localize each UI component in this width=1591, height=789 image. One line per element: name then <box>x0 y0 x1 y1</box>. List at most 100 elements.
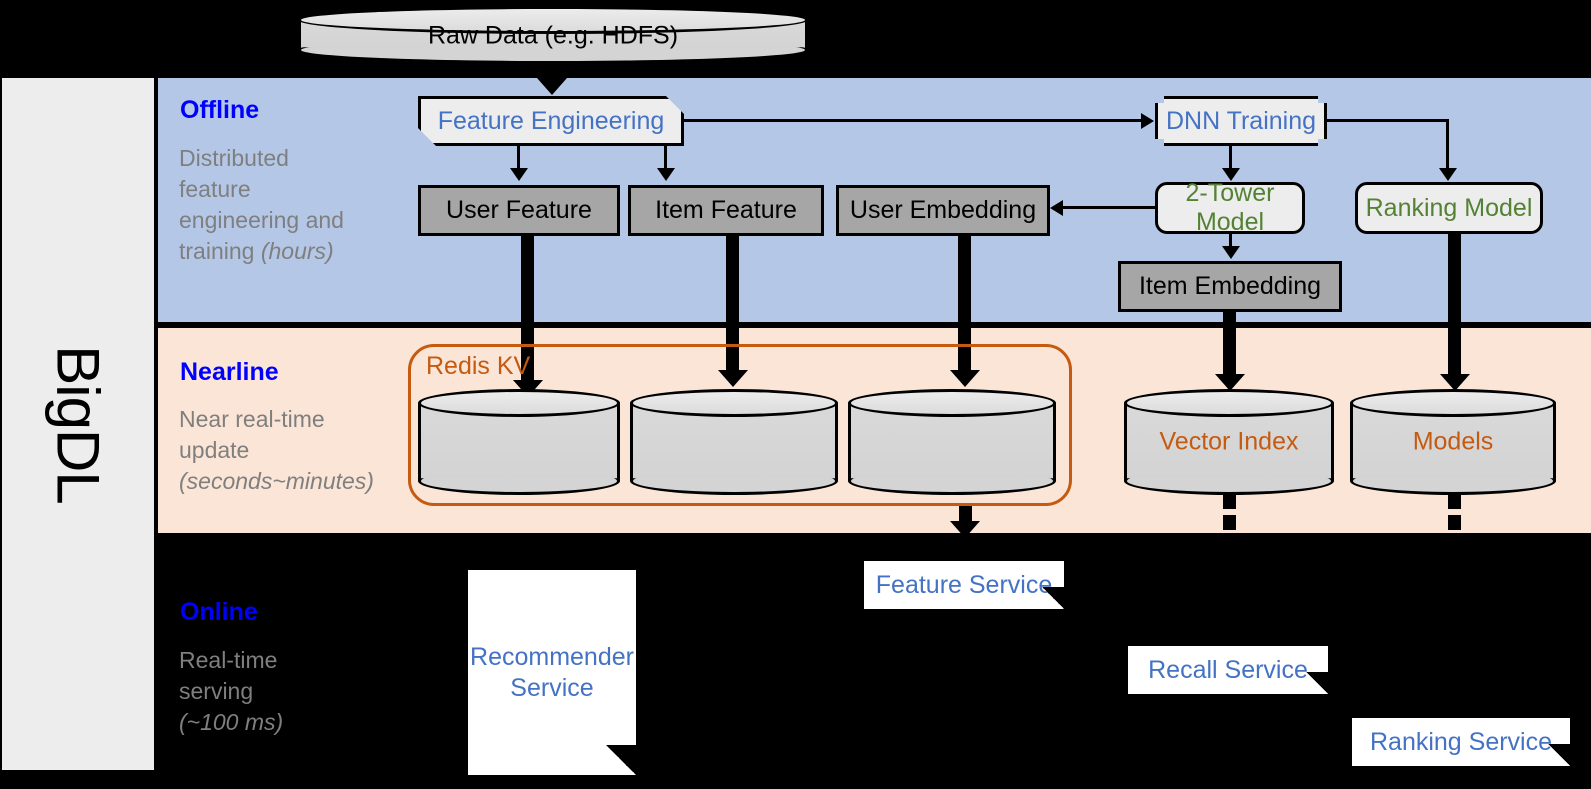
dash-redis-to-featureservice <box>959 506 972 521</box>
recommender-service-line-1: Recommender <box>470 642 634 671</box>
redis-kv-label: Redis KV <box>426 352 531 380</box>
offline-subtitle-line-4: training (hours) <box>179 238 334 264</box>
cylinder-top <box>418 389 620 417</box>
page-fold-icon <box>1306 672 1328 694</box>
two-tower-model-box[interactable]: 2-Tower Model <box>1155 179 1305 236</box>
pipe-itemfeature-to-redis <box>726 236 739 374</box>
cylinder-top <box>630 389 838 417</box>
feature-engineering-label: Feature Engineering <box>437 106 665 135</box>
ranking-service-label: Ranking Service <box>1369 727 1553 756</box>
edge-rawdata-to-fe <box>550 63 554 85</box>
offline-subtitle-italic: (hours) <box>260 238 334 264</box>
recommender-service-line-2: Service <box>510 673 594 702</box>
dnn-training-label: DNN Training <box>1165 106 1317 135</box>
page-fold-icon <box>1548 744 1570 766</box>
models-label: Models <box>1412 427 1494 456</box>
user-feature-box[interactable]: User Feature <box>418 185 620 236</box>
user-feature-label: User Feature <box>446 196 592 224</box>
cylinder-top <box>1124 389 1334 417</box>
raw-data-cylinder: Raw Data (e.g. HDFS) <box>298 6 808 64</box>
edge-fe-to-userfeature-arrowhead <box>510 168 528 181</box>
pipe-userembedding-to-redis <box>958 236 971 374</box>
edge-dnn-to-twotower-arrowhead <box>1222 168 1240 181</box>
vector-index-label: Vector Index <box>1159 427 1299 456</box>
user-embedding-box[interactable]: User Embedding <box>836 185 1050 236</box>
edge-dnn-to-rankingmodel-v <box>1446 119 1449 170</box>
redis-cylinder-user-feature <box>418 389 620 495</box>
edge-dnn-to-twotower <box>1229 146 1232 170</box>
redis-cylinder-item-feature <box>630 389 838 495</box>
item-embedding-box[interactable]: Item Embedding <box>1118 261 1342 312</box>
ranking-model-label: Ranking Model <box>1365 193 1533 222</box>
nearline-subtitle-line-2: update <box>179 437 250 463</box>
user-embedding-label: User Embedding <box>849 196 1037 224</box>
feature-service-label: Feature Service <box>875 570 1053 599</box>
cylinder-top <box>1350 389 1556 417</box>
raw-data-label: Raw Data (e.g. HDFS) <box>427 21 679 50</box>
edge-twotower-to-itemembedding <box>1229 234 1232 248</box>
page-fold-icon <box>606 745 636 775</box>
online-subtitle: Real-time serving (~100 ms) <box>179 645 409 738</box>
item-embedding-label: Item Embedding <box>1138 272 1322 300</box>
nearline-subtitle-italic: (seconds~minutes) <box>179 468 374 494</box>
raw-data-cylinder-top <box>298 6 808 34</box>
two-tower-model-label: 2-Tower Model <box>1185 179 1275 236</box>
cylinder-body <box>630 403 838 481</box>
feature-engineering-box[interactable]: Feature Engineering <box>418 96 684 146</box>
offline-subtitle-line-2: feature <box>179 176 251 202</box>
offline-subtitle-line-1: Distributed <box>179 145 289 171</box>
edge-twotower-to-itemembedding-arrowhead <box>1222 246 1240 259</box>
online-subtitle-italic: (~100 ms) <box>179 709 284 735</box>
online-title: Online <box>180 598 258 626</box>
nearline-title: Nearline <box>180 358 279 386</box>
pipe-itemfeature-arrowhead <box>718 370 748 387</box>
pipe-itemembedding-to-vectorindex <box>1223 312 1236 378</box>
ranking-service-doc[interactable]: Ranking Service <box>1352 718 1570 766</box>
ranking-model-box[interactable]: Ranking Model <box>1355 182 1543 234</box>
dash-vectorindex-2 <box>1223 515 1236 530</box>
feature-service-doc[interactable]: Feature Service <box>864 561 1064 609</box>
edge-twotower-to-userembedding <box>1062 206 1155 209</box>
pipe-userembedding-arrowhead <box>950 370 980 387</box>
offline-title: Offline <box>180 96 260 124</box>
dash-vectorindex-1 <box>1223 494 1236 509</box>
edge-fe-to-itemfeature-arrowhead <box>657 168 675 181</box>
recall-service-label: Recall Service <box>1148 655 1308 684</box>
vector-index-cylinder[interactable]: Vector Index <box>1124 389 1334 495</box>
nearline-subtitle-line-1: Near real-time <box>179 406 325 432</box>
offline-subtitle-line-3: engineering and <box>179 207 344 233</box>
pipe-userfeature-to-redis <box>521 236 534 384</box>
brand-label-wrapper: BigDL <box>2 78 154 770</box>
page-fold-icon <box>1042 587 1064 609</box>
nearline-subtitle: Near real-time update (seconds~minutes) <box>179 404 409 497</box>
online-subtitle-line-2: serving <box>179 678 254 704</box>
edge-fe-to-itemfeature <box>664 146 667 170</box>
item-feature-box[interactable]: Item Feature <box>628 185 824 236</box>
dnn-training-box[interactable]: DNN Training <box>1155 96 1327 146</box>
dash-models-2 <box>1448 515 1461 530</box>
edge-fe-to-dnn-arrowhead <box>1141 113 1154 129</box>
redis-cylinder-user-embedding <box>848 389 1056 495</box>
arrow-redis-to-featureservice <box>950 521 980 538</box>
pipe-itemembedding-arrowhead <box>1215 374 1245 391</box>
edge-fe-to-userfeature <box>517 146 520 170</box>
edge-fe-to-dnn <box>684 119 1142 122</box>
recommender-service-text: Recommender Service <box>470 642 634 704</box>
models-cylinder[interactable]: Models <box>1350 389 1556 495</box>
edge-twotower-to-userembedding-arrowhead <box>1050 200 1063 216</box>
pipe-rankingmodel-arrowhead <box>1440 374 1470 391</box>
edge-rawdata-to-fe-arrowhead <box>537 78 567 95</box>
offline-subtitle: Distributed feature engineering and trai… <box>179 143 379 267</box>
redis-kv-group <box>408 344 1072 506</box>
edge-dnn-to-rankingmodel-h <box>1327 119 1449 122</box>
pipe-rankingmodel-to-models <box>1448 234 1461 378</box>
edge-dnn-to-rankingmodel-arrowhead <box>1439 168 1457 181</box>
brand-label: BigDL <box>44 344 112 504</box>
item-feature-label: Item Feature <box>655 196 797 224</box>
recommender-service-doc[interactable]: Recommender Service <box>468 570 636 775</box>
online-subtitle-line-1: Real-time <box>179 647 278 673</box>
cylinder-top <box>848 389 1056 417</box>
recall-service-doc[interactable]: Recall Service <box>1128 646 1328 694</box>
dash-models-1 <box>1448 494 1461 509</box>
